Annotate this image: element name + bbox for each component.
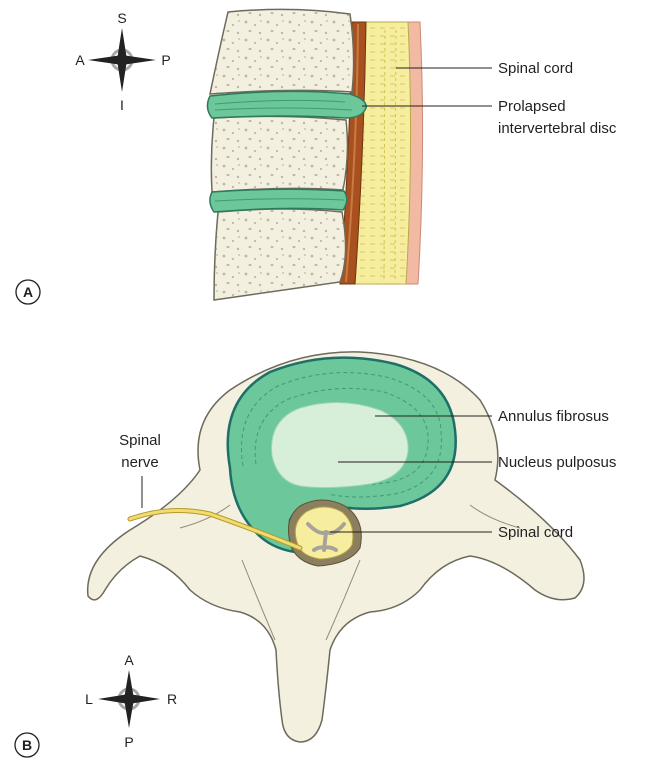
prolapsed-disc: [207, 91, 366, 118]
label-prolapsed-line1: Prolapsed: [498, 98, 566, 115]
panel-b-letter: B: [22, 737, 32, 753]
panel-b: Annulus fibrosus Nucleus pulposus Spinal…: [15, 352, 616, 757]
compass-label-top: A: [124, 652, 134, 668]
label-spinal-cord-b: Spinal cord: [498, 524, 573, 541]
compass-label-left: L: [85, 691, 93, 707]
compass-label-top: S: [117, 10, 126, 26]
label-nucleus-pulposus: Nucleus pulposus: [498, 454, 616, 471]
compass-label-bottom: I: [120, 97, 124, 113]
compass-label-right: P: [161, 52, 170, 68]
label-annulus-fibrosus: Annulus fibrosus: [498, 408, 609, 425]
compass-label-left: A: [75, 52, 85, 68]
compass-label-bottom: P: [124, 734, 133, 750]
nucleus-pulposus: [272, 402, 409, 487]
compass-label-right: R: [167, 691, 177, 707]
compass-b: A P L R: [85, 652, 177, 750]
label-spinal-nerve-line2: nerve: [121, 454, 159, 471]
compass-horizontal-arrow-icon: [98, 694, 160, 704]
label-prolapsed-line2: intervertebral disc: [498, 120, 617, 137]
label-spinal-nerve-line1: Spinal: [119, 432, 161, 449]
panel-a-letter: A: [23, 284, 33, 300]
compass-horizontal-arrow-icon: [88, 55, 156, 65]
compass-a: S I A P: [75, 10, 170, 113]
panel-a: S I A P Spinal cord Prolapsed: [16, 9, 617, 304]
label-spinal-cord-a: Spinal cord: [498, 60, 573, 77]
